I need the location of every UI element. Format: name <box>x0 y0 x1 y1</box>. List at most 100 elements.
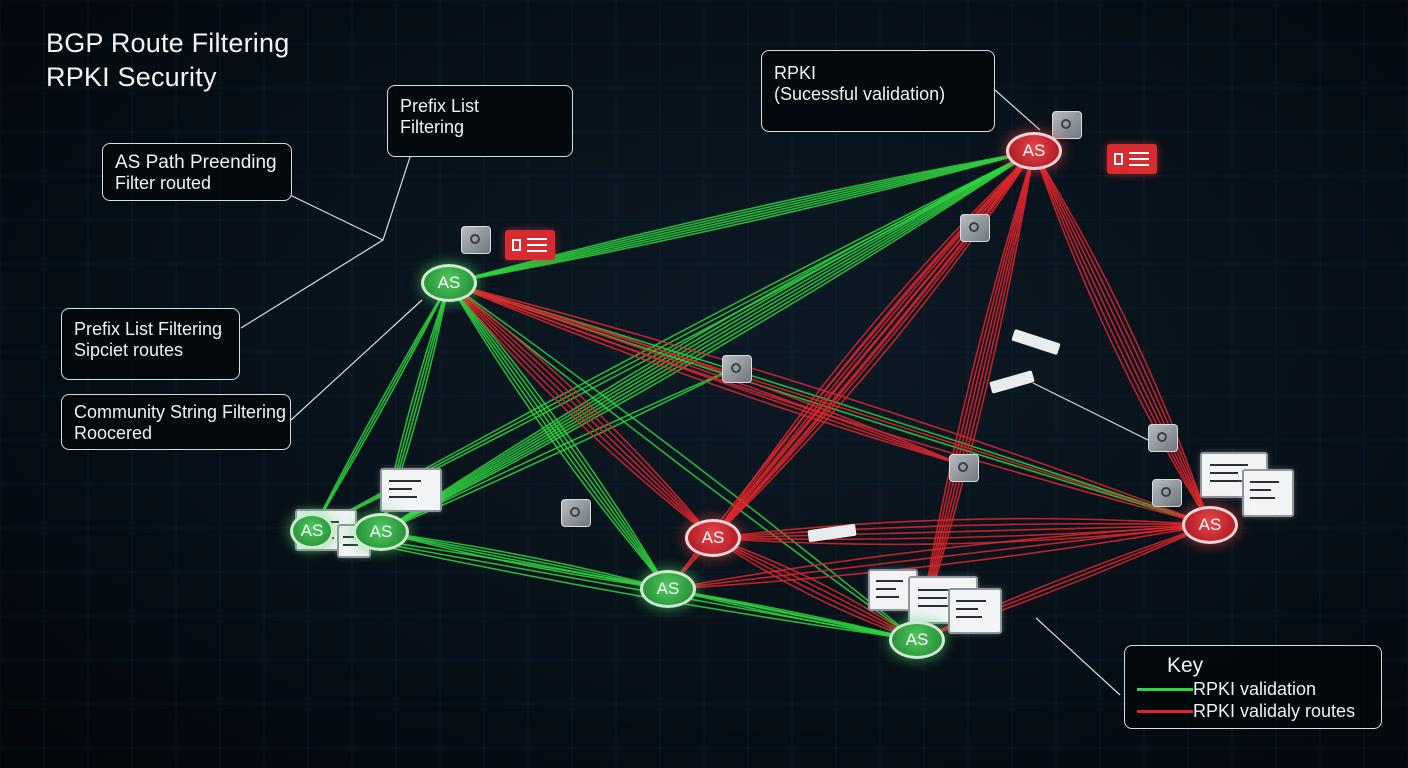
legend-label: RPKI validation <box>1193 679 1317 699</box>
legend-swatch-green <box>1137 688 1193 691</box>
as-node-label: AS <box>1198 515 1222 534</box>
as-node-invalid[interactable]: AS <box>1006 132 1062 170</box>
as-node-label: AS <box>369 522 393 541</box>
invalid-route-link <box>1033 150 1211 526</box>
valid-route-link <box>448 282 669 590</box>
valid-route-link <box>448 282 918 641</box>
valid-route-link <box>448 150 1035 284</box>
invalid-route-link <box>916 150 1035 641</box>
callout-text: Roocered <box>74 423 153 443</box>
as-node-invalid[interactable]: AS <box>685 519 741 557</box>
invalid-route-link <box>712 524 1211 539</box>
as-node-label: AS <box>1022 141 1046 160</box>
as-node-valid[interactable]: AS <box>290 513 334 549</box>
invalid-route-link <box>448 282 1211 526</box>
blocked-route-icon <box>505 230 555 260</box>
callout-community-string: Community String Filtering Roocered <box>61 394 291 450</box>
valid-route-link <box>448 282 669 590</box>
invalid-route-link <box>448 282 964 466</box>
legend: Key RPKI validation RPKI validaly routes <box>1124 645 1382 729</box>
callout-text: Prefix List Filtering <box>74 319 223 339</box>
invalid-route-link <box>712 150 1035 539</box>
valid-route-link <box>311 530 918 641</box>
callout-text: RPKI <box>774 63 817 83</box>
invalid-route-link <box>448 282 714 539</box>
valid-route-link <box>380 150 1035 533</box>
as-node-valid[interactable]: AS <box>421 264 477 302</box>
callout-text: AS Path Preending <box>115 152 277 173</box>
callout-as-path: AS Path Preending Filter routed <box>102 143 292 201</box>
invalid-route-link <box>712 150 1035 539</box>
callout-text: Community String Filtering <box>74 402 287 422</box>
valid-route-link <box>380 150 1035 533</box>
valid-route-link <box>311 282 450 532</box>
valid-route-link <box>380 531 669 590</box>
filter-icon <box>1052 111 1082 139</box>
invalid-route-link <box>448 282 714 539</box>
valid-route-link <box>311 282 450 532</box>
valid-route-link <box>380 531 669 590</box>
invalid-route-link <box>712 537 918 641</box>
invalid-route-link <box>916 150 1035 641</box>
as-node-label: AS <box>300 521 324 540</box>
as-node-label: AS <box>701 528 725 547</box>
as-node-label: AS <box>905 630 929 649</box>
as-node-label: AS <box>656 579 680 598</box>
callout-leader-line <box>1032 382 1149 441</box>
invalid-route-link <box>916 150 1035 641</box>
invalid-route-link <box>712 517 1211 539</box>
invalid-route-link <box>448 282 964 466</box>
filter-icon <box>949 454 979 482</box>
callout-text: Prefix List <box>400 96 480 116</box>
route-document-icon <box>948 588 1002 634</box>
invalid-route-link <box>712 522 1211 539</box>
invalid-route-link <box>916 150 1035 641</box>
invalid-route-link <box>667 524 1211 590</box>
invalid-route-link <box>712 537 918 641</box>
as-node-valid[interactable]: AS <box>353 513 409 551</box>
legend-label: RPKI validaly routes <box>1193 701 1356 721</box>
valid-route-link <box>448 150 1035 284</box>
invalid-route-link <box>667 524 1211 590</box>
callout-prefix-list-top: Prefix List Filtering <box>387 85 573 157</box>
invalid-route-link <box>448 282 964 466</box>
route-document-icon <box>380 468 442 512</box>
valid-route-link <box>380 150 1035 533</box>
invalid-route-link <box>1033 150 1211 526</box>
callout-text: (Sucessful validation) <box>774 84 946 104</box>
callout-leader-line <box>240 239 384 329</box>
valid-route-link <box>380 150 1035 533</box>
callout-rpki: RPKI (Sucessful validation) <box>761 50 995 132</box>
invalid-route-link <box>667 524 1211 590</box>
callout-text: Filter routed <box>115 173 212 193</box>
valid-route-link <box>311 282 450 532</box>
as-node-valid[interactable]: AS <box>889 621 945 659</box>
invalid-route-link <box>712 537 918 641</box>
callout-leader-line <box>1035 617 1121 696</box>
as-node-label: AS <box>437 273 461 292</box>
filter-icon <box>561 499 591 527</box>
filter-icon <box>722 355 752 383</box>
callout-text: Filtering <box>400 117 465 137</box>
invalid-route-link <box>448 282 714 539</box>
invalid-route-link <box>448 282 1211 526</box>
valid-route-link <box>448 150 1035 284</box>
invalid-route-link <box>448 282 714 539</box>
title-line-1: BGP Route Filtering <box>46 28 290 58</box>
invalid-route-link <box>916 150 1035 641</box>
as-node-invalid[interactable]: AS <box>1182 506 1238 544</box>
legend-title: Key <box>1167 654 1204 677</box>
legend-swatch-red <box>1137 710 1193 713</box>
valid-route-link <box>380 150 1035 533</box>
valid-route-link <box>380 531 669 590</box>
filter-icon <box>960 214 990 242</box>
as-node-valid[interactable]: AS <box>640 570 696 608</box>
filter-icon <box>1148 424 1178 452</box>
invalid-route-link <box>1033 150 1211 526</box>
filter-icon <box>1152 479 1182 507</box>
invalid-route-link <box>448 282 964 466</box>
filter-icon <box>461 226 491 254</box>
valid-route-link <box>448 150 1035 284</box>
blocked-route-icon <box>1107 144 1157 174</box>
